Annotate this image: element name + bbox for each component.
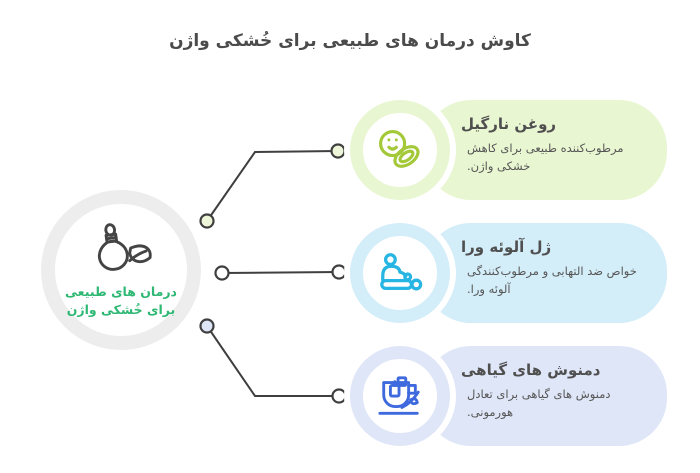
connector-dot xyxy=(199,318,215,334)
badge-aloe xyxy=(350,223,450,323)
card-description: مرطوب‌کننده طبیعی برای کاهش خشکی واژن. xyxy=(467,141,624,174)
card-text: ژل آلوئه ورا خواص ضد التهابی و مرطوب‌کنن… xyxy=(423,223,667,299)
card-title: دمنوش های گیاهی xyxy=(461,361,601,379)
badge-coconut xyxy=(350,100,450,200)
central-topic-circle: درمان های طبیعی برای خُشکی واژن xyxy=(41,190,201,350)
central-topic-label-line2: برای خُشکی واژن xyxy=(66,302,176,317)
connector-dot xyxy=(214,265,230,281)
page-title: کاوش درمان های طبیعی برای خُشکی واژن xyxy=(169,31,531,51)
connector-middle xyxy=(221,271,340,274)
card-coconut-oil: روغن نارگیل مرطوب‌کننده طبیعی برای کاهش … xyxy=(423,100,667,200)
card-description: خواص ضد التهابی و مرطوب‌کنندگی آلوئه ورا… xyxy=(467,264,637,297)
card-herbal-tea: دمنوش های گیاهی دمنوش های گیاهی برای تعا… xyxy=(423,346,667,446)
coconut-icon xyxy=(379,129,420,168)
card-description: دمنوش های گیاهی برای تعادل هورمونی. xyxy=(467,387,611,420)
connector-dot xyxy=(331,264,347,280)
connector-bottom xyxy=(206,325,339,397)
herbal-tea-cup-icon xyxy=(378,376,420,415)
oil-bottle-leaf-icon xyxy=(97,223,152,271)
card-aloe-vera: ژل آلوئه ورا خواص ضد التهابی و مرطوب‌کنن… xyxy=(423,223,667,323)
connector-dot xyxy=(331,388,347,404)
connector-dot xyxy=(330,143,346,159)
card-text: دمنوش های گیاهی دمنوش های گیاهی برای تعا… xyxy=(423,346,667,422)
connector-top xyxy=(206,150,339,222)
card-text: روغن نارگیل مرطوب‌کننده طبیعی برای کاهش … xyxy=(423,100,667,176)
card-title: ژل آلوئه ورا xyxy=(461,238,552,256)
aloe-vera-massage-icon xyxy=(380,253,423,291)
card-title: روغن نارگیل xyxy=(461,115,557,133)
central-topic-label-line1: درمان های طبیعی xyxy=(65,283,177,299)
central-topic-label: درمان های طبیعی برای خُشکی واژن xyxy=(65,283,177,319)
badge-tea xyxy=(350,346,450,446)
connector-dot xyxy=(199,213,215,229)
